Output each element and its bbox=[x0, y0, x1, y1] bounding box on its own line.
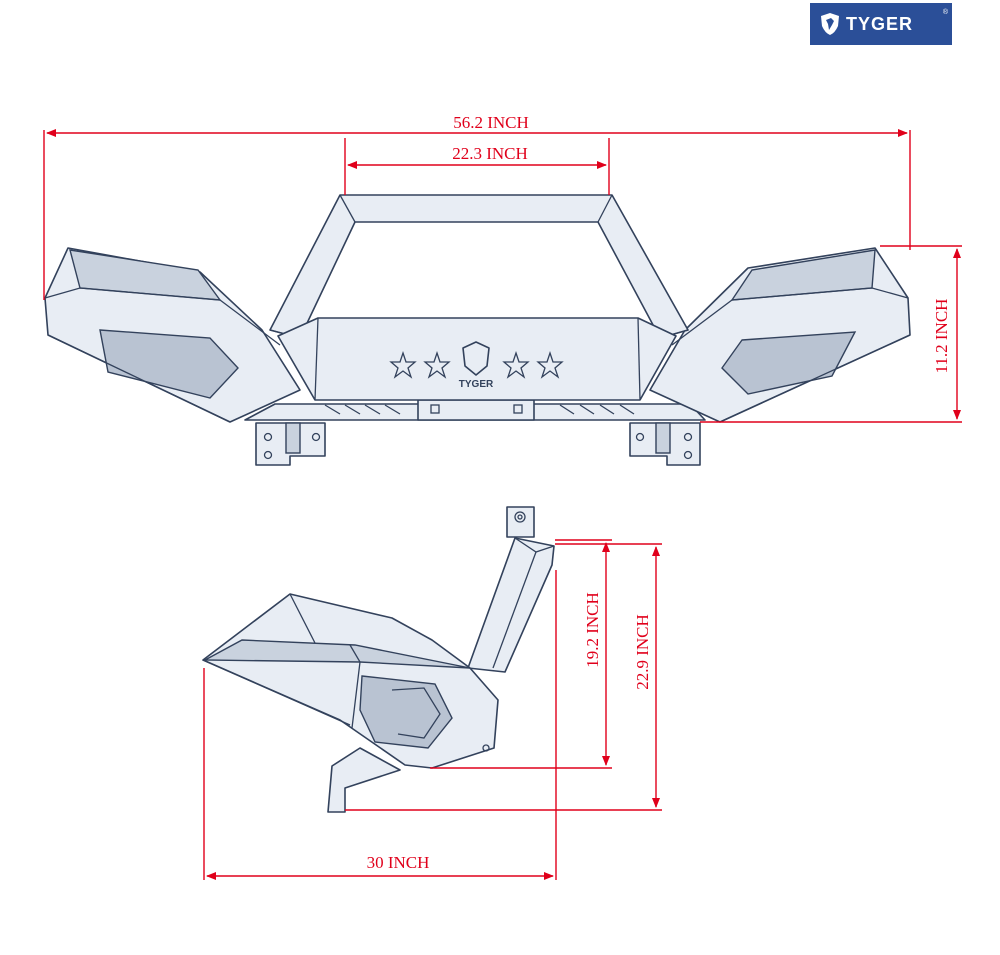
right-mount-bracket bbox=[629, 422, 701, 466]
height-label: 11.2 INCH bbox=[932, 299, 951, 374]
side-upright bbox=[467, 537, 555, 673]
skid-slots bbox=[324, 404, 635, 415]
center-hoop bbox=[269, 194, 689, 339]
lower-height-label: 19.2 INCH bbox=[583, 592, 602, 668]
side-dimensions: 19.2 INCH 22.9 INCH 30 INCH bbox=[203, 539, 662, 880]
front-view: TYGER bbox=[44, 194, 911, 466]
right-light-mesh bbox=[721, 331, 857, 395]
logo-registered-mark: ® bbox=[942, 9, 948, 16]
side-body bbox=[202, 593, 499, 769]
side-view bbox=[202, 506, 555, 813]
plate-brand-label: TYGER bbox=[459, 379, 494, 390]
star-icon bbox=[389, 350, 417, 379]
side-lower-mount bbox=[327, 747, 401, 813]
front-dimensions: 56.2 INCH 22.3 INCH 11.2 INCH bbox=[43, 113, 962, 423]
left-wing bbox=[44, 247, 301, 423]
overall-width-label: 56.2 INCH bbox=[453, 113, 529, 132]
shield-icon bbox=[821, 13, 839, 35]
depth-label: 30 INCH bbox=[367, 853, 430, 872]
winch-fairlead bbox=[417, 399, 535, 421]
lion-shield-icon bbox=[462, 341, 490, 376]
star-icon bbox=[536, 350, 564, 379]
star-icon bbox=[502, 350, 530, 379]
star-emblems bbox=[389, 350, 564, 379]
tyger-logo: TYGER ® bbox=[810, 3, 952, 45]
left-mount-bracket bbox=[255, 422, 326, 466]
hoop-width-label: 22.3 INCH bbox=[452, 144, 528, 163]
star-icon bbox=[423, 350, 451, 379]
left-light-mesh bbox=[99, 329, 239, 399]
total-height-label: 22.9 INCH bbox=[633, 614, 652, 690]
right-wing bbox=[649, 247, 911, 423]
logo-brand: TYGER bbox=[846, 13, 914, 34]
